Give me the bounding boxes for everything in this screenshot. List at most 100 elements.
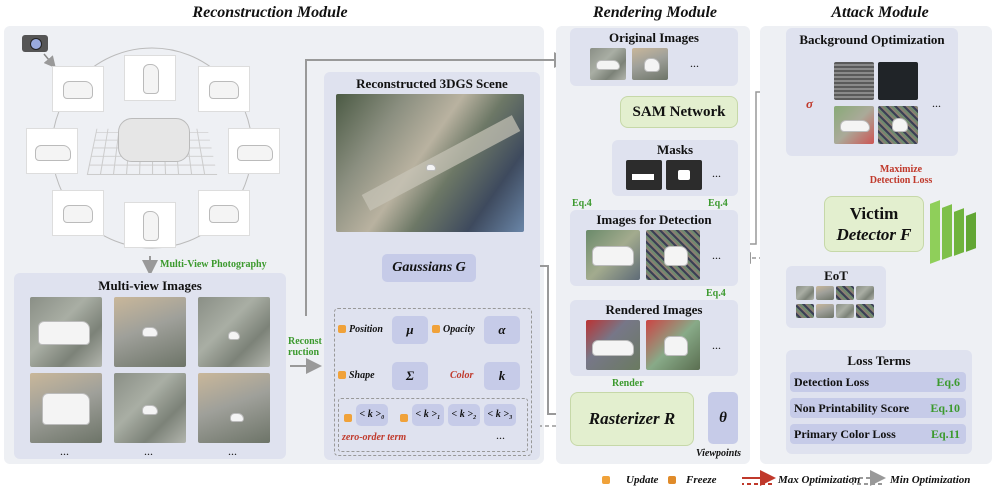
loss-terms-title: Loss Terms <box>847 353 911 368</box>
more-dots: ... <box>496 428 505 442</box>
center-car <box>118 118 190 162</box>
eot-image <box>856 304 874 318</box>
original-image <box>632 48 668 80</box>
rendered-image <box>586 320 640 370</box>
legend-max: Max Optimization <box>778 474 861 486</box>
multi-view-photography-label: Multi-View Photography <box>160 259 267 270</box>
more-dots: ... <box>60 444 69 458</box>
noise-image <box>834 62 874 100</box>
freeze-lock-icon <box>668 476 676 484</box>
scene-title: Reconstructed 3DGS Scene <box>356 76 508 91</box>
more-dots: ... <box>712 338 721 352</box>
sam-network-box: SAM Network <box>620 96 738 128</box>
view-thumb <box>52 66 104 112</box>
images-for-detection-title: Images for Detection <box>596 212 712 227</box>
k1-param: < k >₁ <box>412 404 444 426</box>
k3-param: < k >₃ <box>484 404 516 426</box>
color-label: Color <box>450 370 474 381</box>
reconstruction-label: Reconst ruction <box>288 336 322 358</box>
eq4-label: Eq.4 <box>708 198 728 209</box>
original-image <box>590 48 626 80</box>
view-thumb <box>26 128 78 174</box>
lock-icon <box>432 325 440 333</box>
lock-icon <box>338 325 346 333</box>
params-panel <box>334 308 532 456</box>
view-image <box>198 373 270 443</box>
legend-freeze: Freeze <box>686 474 717 486</box>
view-thumb <box>124 202 176 248</box>
eq4-label: Eq.4 <box>572 198 592 209</box>
more-dots: ... <box>144 444 153 458</box>
sigma-label: σ <box>806 96 814 111</box>
attack-module-title: Attack Module <box>831 4 929 21</box>
masks-title: Masks <box>656 142 694 157</box>
noise-image <box>878 62 918 100</box>
scene-image <box>336 94 524 232</box>
legend-min: Min Optimization <box>890 474 971 486</box>
shape-label: Shape <box>338 370 375 381</box>
view-thumb <box>198 66 250 112</box>
reconstruction-module-title: Reconstruction Module <box>192 4 348 21</box>
eot-image <box>856 286 874 300</box>
zero-order-label: zero-order term <box>342 432 407 443</box>
more-dots: ... <box>712 248 721 262</box>
detection-image <box>586 230 640 280</box>
camera-icon <box>22 35 48 52</box>
maximize-label: Maximize Detection Loss <box>869 164 933 186</box>
sigma-param: Σ <box>392 362 428 390</box>
mu-param: μ <box>392 316 428 344</box>
eot-image <box>816 304 834 318</box>
rasterizer-box: Rasterizer R <box>570 392 694 446</box>
mask-image <box>626 160 662 190</box>
opacity-label: Opacity <box>432 324 475 335</box>
view-image <box>30 297 102 367</box>
victim-detector-box: Victim Detector F <box>824 196 924 252</box>
update-lock-icon <box>602 476 610 484</box>
eot-image <box>796 304 814 318</box>
view-thumb <box>198 190 250 236</box>
more-dots: ... <box>932 96 941 110</box>
viewpoints-label: Viewpoints <box>696 448 742 459</box>
view-image <box>198 297 270 367</box>
rendering-module-title: Rendering Module <box>592 4 717 21</box>
lock-icon <box>400 414 408 422</box>
optimized-image <box>878 106 918 144</box>
view-image <box>30 373 102 443</box>
view-thumb <box>52 190 104 236</box>
eq4-label: Eq.4 <box>706 288 726 299</box>
eot-image <box>836 286 854 300</box>
sh-coeff-group <box>338 398 528 452</box>
k-param: k <box>484 362 520 390</box>
background-optimization-title: Background Optimization <box>799 32 945 47</box>
position-label: Position <box>338 324 383 335</box>
view-thumb <box>228 128 280 174</box>
more-dots: ... <box>690 56 699 70</box>
rendered-images-title: Rendered Images <box>605 302 703 317</box>
render-label: Render <box>612 378 644 389</box>
lock-icon <box>344 414 352 422</box>
rendered-image <box>646 320 700 370</box>
theta-param: θ <box>708 392 738 444</box>
view-image <box>114 297 186 367</box>
more-dots: ... <box>712 166 721 180</box>
eot-image <box>796 286 814 300</box>
legend-update: Update <box>626 474 659 486</box>
k0-param: < k >₀ <box>356 404 388 426</box>
eot-title: EoT <box>824 268 848 283</box>
detection-image <box>646 230 700 280</box>
alpha-param: α <box>484 316 520 344</box>
view-image <box>114 373 186 443</box>
eot-image <box>816 286 834 300</box>
gaussians-box: Gaussians G <box>382 254 476 282</box>
optimized-image <box>834 106 874 144</box>
mask-image <box>666 160 702 190</box>
k2-param: < k >₂ <box>448 404 480 426</box>
more-dots: ... <box>228 444 237 458</box>
lock-icon <box>338 371 346 379</box>
multi-view-images-title: Multi-view Images <box>98 278 202 293</box>
eot-image <box>836 304 854 318</box>
